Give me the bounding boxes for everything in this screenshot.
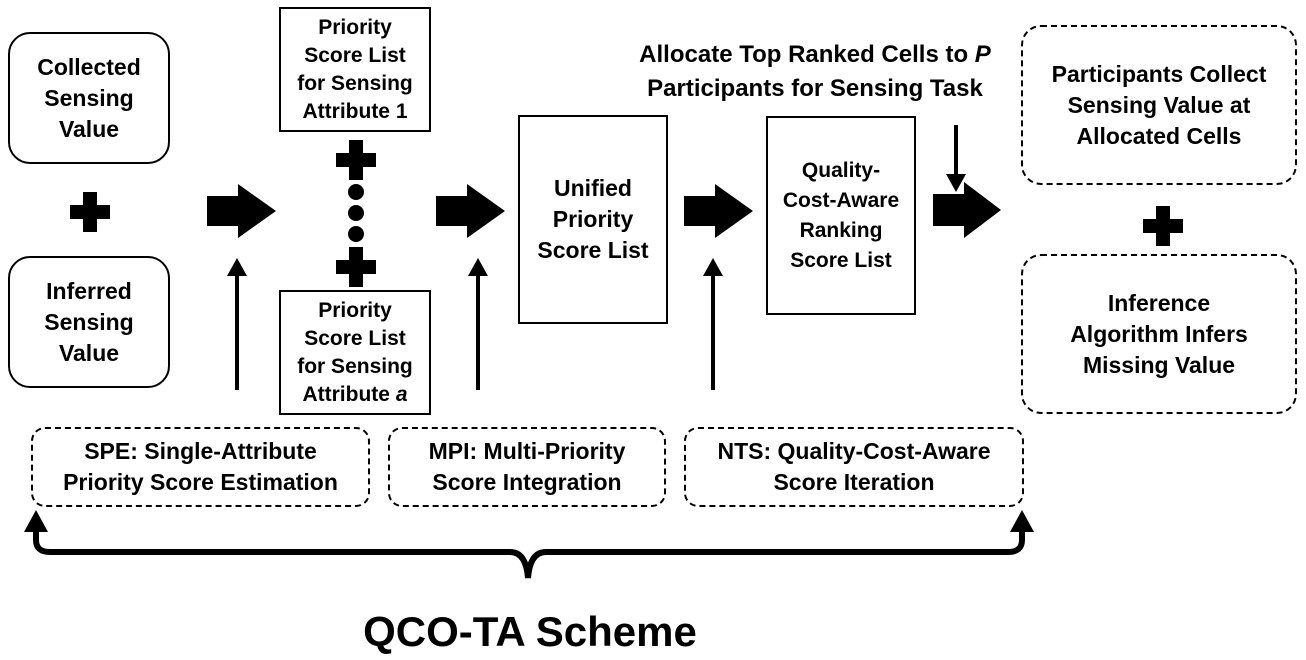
priority1-line-2: Score List [304,43,406,67]
allocate-line-1-var: P [974,41,991,68]
allocate-line-1: Allocate Top Ranked Cells to P [630,38,1000,72]
scheme-title: QCO-TA Scheme [363,608,697,655]
right-arrow-1 [207,184,276,238]
collected-line-1: Collected [37,53,141,80]
down-arrow-allocate [946,125,966,192]
inferred-line-2: Sensing [44,308,134,335]
prioritya-line-4-text: Attribute [302,382,396,406]
ranking-line-3: Ranking [799,218,883,242]
participants-line-3: Allocated Cells [1076,122,1242,149]
priority1-line-3: for Sensing [297,71,413,95]
mpi-module-box: MPI: Multi-Priority Score Integration [388,427,666,507]
unified-line-2: Priority [552,206,634,232]
ranking-line-1: Quality- [801,158,881,182]
unified-priority-score-list-box: Unified Priority Score List [518,115,668,324]
inference-line-2: Algorithm Infers [1070,320,1248,347]
nts-line-1: NTS: Quality-Cost-Aware [717,438,991,464]
right-arrow-3 [684,184,753,238]
right-arrow-4 [933,182,1001,238]
priority1-line-4: Attribute 1 [302,99,408,123]
allocate-line-1-text: Allocate Top Ranked Cells to [639,41,975,68]
ranking-line-4: Score List [790,248,892,272]
prioritya-line-3: for Sensing [297,354,413,378]
up-arrow-mpi [468,258,488,390]
prioritya-line-4-var: a [395,382,408,406]
allocate-label: Allocate Top Ranked Cells to P Participa… [630,38,1000,106]
ellipsis-dot-1 [348,184,364,200]
quality-cost-aware-ranking-score-list-box: Quality- Cost-Aware Ranking Score List [766,116,916,315]
ranking-line-2: Cost-Aware [782,188,900,212]
up-arrow-nts [703,258,723,390]
collected-line-2: Sensing [44,84,134,111]
nts-module-box: NTS: Quality-Cost-Aware Score Iteration [684,427,1024,507]
brace-right-arrowhead [1010,510,1034,532]
plus-icon-left [70,192,110,232]
mpi-line-1: MPI: Multi-Priority [428,438,626,464]
collected-sensing-value-box: Collected Sensing Value [8,32,170,164]
prioritya-line-4: Attribute a [302,381,407,409]
nts-line-2: Score Iteration [773,469,935,495]
priority1-line-1: Priority [318,15,392,39]
plus-icon-lower [336,247,376,287]
mpi-line-2: Score Integration [432,469,622,495]
plus-icon-right [1143,206,1183,246]
participants-line-2: Sensing Value at [1067,91,1251,118]
plus-icon-upper [336,140,376,180]
participants-collect-box: Participants Collect Sensing Value at Al… [1021,25,1297,185]
unified-line-1: Unified [554,175,632,201]
spe-module-box: SPE: Single-Attribute Priority Score Est… [31,427,370,507]
collected-line-3: Value [58,115,120,142]
spe-line-2: Priority Score Estimation [63,469,338,495]
spe-line-1: SPE: Single-Attribute [84,438,317,464]
participants-line-1: Participants Collect [1051,60,1267,87]
ellipsis-dot-2 [348,205,364,221]
inferred-line-1: Inferred [46,277,132,304]
inference-line-3: Missing Value [1082,351,1236,378]
allocate-line-2: Participants for Sensing Task [647,75,983,102]
ellipsis-dot-3 [348,226,364,242]
inference-algorithm-box: Inference Algorithm Infers Missing Value [1021,254,1297,414]
prioritya-line-2: Score List [304,326,406,350]
up-arrow-spe [227,258,247,390]
inferred-sensing-value-box: Inferred Sensing Value [8,256,170,388]
priority-score-list-attribute-a-box: Priority Score List for Sensing Attribut… [279,290,431,415]
inference-line-1: Inference [1107,289,1211,316]
priority-score-list-attribute-1-box: Priority Score List for Sensing Attribut… [279,7,431,132]
unified-line-3: Score List [537,237,649,263]
prioritya-line-1: Priority [318,298,392,322]
brace-left-arrowhead [24,510,48,532]
scheme-brace [33,528,1025,579]
right-arrow-2 [436,184,505,238]
inferred-line-3: Value [58,339,120,366]
